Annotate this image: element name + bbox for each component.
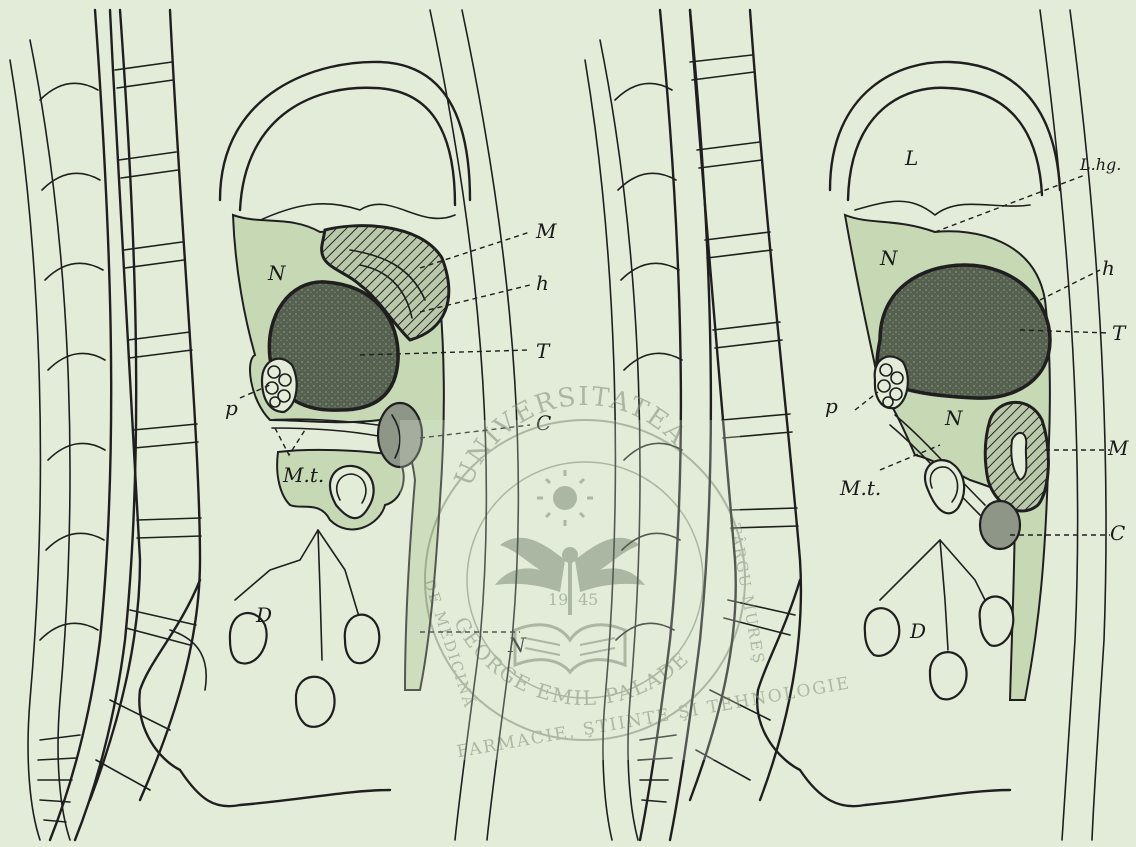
right-vertebra-front-line: [750, 10, 801, 800]
left-vertebra-back-line: [90, 10, 140, 800]
right-label-l: L: [904, 146, 918, 170]
left-label-mt: M.t.: [282, 463, 324, 487]
watermark-year-right: 45: [578, 590, 598, 609]
right-label-lhg: L.hg.: [1079, 155, 1121, 174]
right-bowel-loop-d2: [980, 597, 1014, 646]
right-mesentery-branch-3: [940, 540, 990, 610]
left-back-fascia-line: [30, 40, 70, 840]
left-label-n: N: [267, 261, 287, 285]
right-diaphragm-inner: [848, 88, 1042, 200]
left-spinal-canal-back: [75, 10, 136, 840]
left-spinous-processes: [40, 83, 105, 640]
right-label-p: p: [825, 394, 838, 418]
left-label-t: T: [536, 339, 551, 363]
left-bowel-loop-d3: [296, 677, 335, 727]
right-mesentery-branch-1: [880, 540, 940, 600]
university-watermark-seal: UNIVERSITATEA GEORGE EMIL PALADE FARMACI…: [400, 382, 852, 762]
left-back-skin-line: [10, 60, 40, 840]
right-label-t: T: [1112, 321, 1127, 345]
right-label-n: N: [879, 246, 899, 270]
left-mesentery-branch-2: [318, 530, 322, 660]
left-mesocolon-line-2: [272, 428, 378, 436]
right-bowel-loop-d1: [865, 608, 900, 656]
left-diaphragm-outer: [220, 62, 470, 200]
left-bowel-loop-d2: [345, 615, 380, 664]
left-diaphragm-inner: [240, 88, 455, 210]
left-label-p: p: [225, 396, 238, 420]
left-label-h: h: [536, 271, 549, 295]
left-vertebra-front-line: [140, 10, 200, 800]
right-label-h: h: [1102, 256, 1115, 280]
right-label-c: C: [1110, 521, 1125, 545]
right-label-m: M: [1107, 436, 1129, 460]
right-label-mt: M.t.: [839, 476, 881, 500]
right-diaphragm-outer: [830, 62, 1060, 190]
left-label-d: D: [255, 603, 272, 627]
right-colon-c: [980, 501, 1020, 549]
left-mesentery-branch-3: [318, 530, 360, 620]
right-label-n2: N: [944, 406, 964, 430]
right-liver-edge: [855, 201, 1030, 215]
right-bowel-loop-d3: [930, 652, 967, 699]
right-mesentery-branch-2: [940, 540, 948, 650]
left-mesentery-branch-1: [235, 530, 318, 600]
right-label-d: D: [909, 619, 926, 643]
watermark-year-left: 19: [548, 590, 568, 609]
left-label-m: M: [535, 219, 557, 243]
